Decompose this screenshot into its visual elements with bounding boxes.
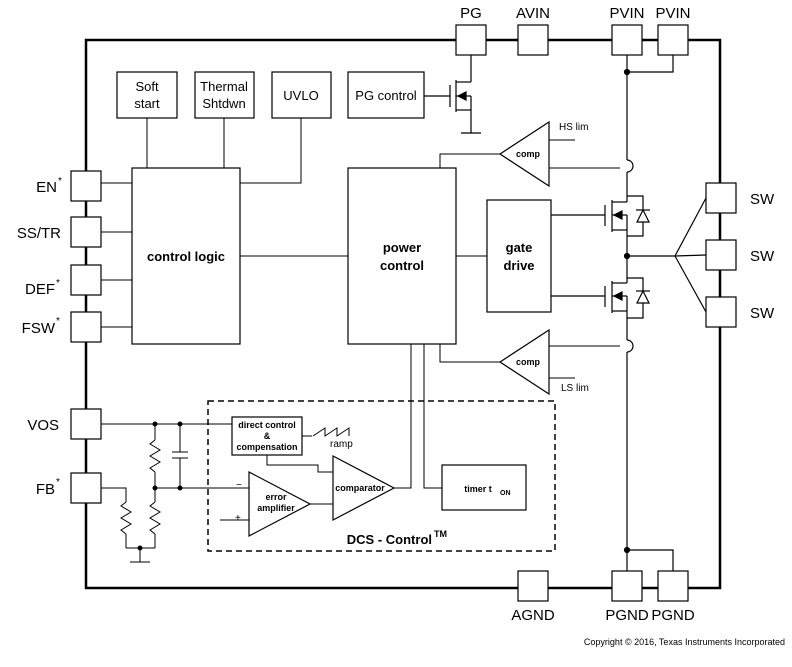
pin-pvin-2: PVIN: [655, 5, 691, 56]
control-logic-label: control logic: [147, 249, 225, 264]
pin-wires-left: [101, 182, 348, 328]
pin-pgnd-2-label: PGND: [651, 607, 695, 624]
dcs-wires: [101, 344, 442, 563]
soft-start-line1: Soft: [135, 79, 159, 94]
pin-sw-1-label: SW: [750, 191, 775, 208]
direct-control-line3: compensation: [236, 442, 297, 452]
power-control-line2: control: [380, 258, 424, 273]
ls-lim-label: LS lim: [561, 383, 589, 394]
pin-fsw-label: FSW: [22, 320, 56, 337]
pin-sw-3: SW: [705, 296, 775, 328]
control-logic-block: [131, 167, 241, 345]
gate-drive-block: [486, 199, 552, 313]
pin-avin-label: AVIN: [516, 5, 550, 22]
pin-vos-label: VOS: [27, 417, 59, 434]
error-amp-plus: +: [235, 513, 241, 524]
soft-start-block: Soft start: [116, 71, 178, 119]
pin-pvin-1-label: PVIN: [609, 5, 644, 22]
pin-avin: AVIN: [516, 5, 550, 56]
direct-control-block: direct control & compensation: [231, 416, 303, 456]
pin-pvin-1: PVIN: [609, 5, 645, 56]
dcs-control-tm: TM: [434, 529, 447, 539]
gate-drive-line1: gate: [506, 240, 533, 255]
ls-comp-label: comp: [516, 357, 541, 367]
pin-def-mark: *: [56, 278, 60, 289]
pin-fb-label: FB: [36, 481, 55, 498]
soft-start-line2: start: [134, 96, 160, 111]
pin-fb: FB *: [36, 472, 102, 504]
ramp-label: ramp: [330, 439, 353, 450]
pin-fb-mark: *: [56, 477, 60, 488]
power-stage: [551, 55, 707, 571]
pin-en-label: EN: [36, 179, 57, 196]
pin-def: DEF *: [25, 264, 102, 298]
pin-pg-label: PG: [460, 5, 482, 22]
timer-label: timer t: [464, 484, 492, 494]
pin-en-mark: *: [58, 176, 62, 187]
pin-fsw-mark: *: [56, 316, 60, 327]
gate-drive-line2: drive: [503, 258, 534, 273]
pin-pgnd-2: PGND: [651, 570, 695, 624]
top-block-wires: [146, 118, 302, 184]
uvlo-block: UVLO: [271, 71, 332, 119]
pg-nmos: [424, 55, 481, 134]
pin-sw-3-label: SW: [750, 305, 775, 322]
dcs-control-label: DCS - Control: [347, 532, 432, 547]
dcs-control-box: [207, 400, 556, 552]
power-control-block: [347, 167, 457, 345]
thermal-shutdown-block: Thermal Shtdwn: [194, 71, 255, 119]
direct-control-line2: &: [264, 431, 271, 441]
pin-fsw: FSW *: [22, 311, 102, 343]
pin-pgnd-1: PGND: [605, 570, 649, 624]
pin-sw-1: SW: [705, 182, 775, 214]
pin-pvin-2-label: PVIN: [655, 5, 690, 22]
copyright-note: Copyright © 2016, Texas Instruments Inco…: [584, 637, 785, 647]
hs-comparator: comp HS lim: [439, 120, 620, 188]
error-amplifier: error amplifier − +: [235, 471, 312, 537]
hs-comp-label: comp: [516, 149, 541, 159]
pg-control-block: PG control: [347, 71, 425, 119]
thermal-line2: Shtdwn: [202, 96, 245, 111]
timer-block: timer t ON: [441, 464, 527, 511]
error-amp-line2: amplifier: [257, 503, 295, 513]
uvlo-label: UVLO: [283, 88, 318, 103]
error-amp-minus: −: [236, 480, 242, 491]
pin-agnd-label: AGND: [511, 607, 555, 624]
error-amp-line1: error: [265, 492, 287, 502]
direct-control-line1: direct control: [238, 420, 296, 430]
pin-def-label: DEF: [25, 281, 55, 298]
timer-sub: ON: [500, 490, 511, 497]
hs-lim-label: HS lim: [559, 122, 588, 133]
pin-pg: PG: [455, 5, 487, 56]
pin-pgnd-1-label: PGND: [605, 607, 649, 624]
pin-agnd: AGND: [511, 570, 555, 624]
pin-sstr: SS/TR: [17, 216, 102, 248]
ls-comparator: comp LS lim: [439, 328, 620, 396]
ramp-symbol: ramp: [312, 427, 353, 450]
pin-sstr-label: SS/TR: [17, 225, 61, 242]
pin-en: EN *: [36, 170, 102, 202]
comparator: comparator: [332, 455, 396, 521]
pin-vos: VOS: [27, 408, 102, 440]
power-control-line1: power: [383, 240, 421, 255]
pg-control-label: PG control: [355, 88, 417, 103]
thermal-line1: Thermal: [200, 79, 248, 94]
pin-sw-2: SW: [705, 239, 775, 271]
comparator-label: comparator: [335, 483, 385, 493]
pin-sw-2-label: SW: [750, 248, 775, 265]
